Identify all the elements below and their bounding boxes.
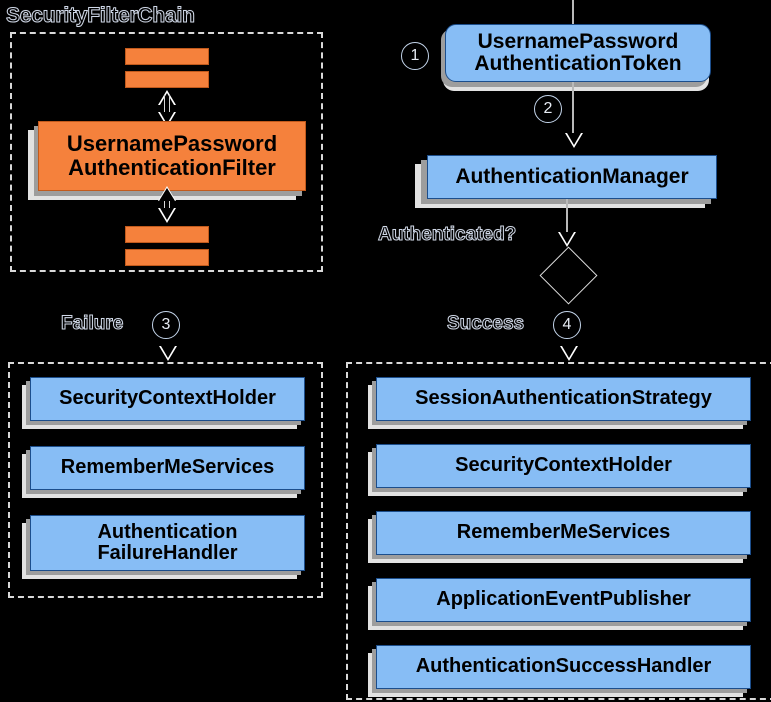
step-circle-1: 1 <box>401 42 429 70</box>
arrow-down-success-icon <box>560 346 578 361</box>
arrow-down-to-decision-icon <box>558 232 576 247</box>
arrow-down-to-manager-icon <box>565 133 583 148</box>
filter-bar-lower-2 <box>125 249 209 266</box>
failure-item-3-line2: FailureHandler <box>97 542 238 564</box>
node-username-password-authentication-token[interactable]: UsernamePassword AuthenticationToken <box>445 24 711 82</box>
connector-token-to-manager <box>572 82 574 138</box>
decision-diamond <box>539 246 598 305</box>
success-item-session-authentication-strategy[interactable]: SessionAuthenticationStrategy <box>376 377 751 421</box>
success-group <box>346 362 771 700</box>
success-item-authentication-success-handler[interactable]: AuthenticationSuccessHandler <box>376 645 751 689</box>
failure-item-authentication-failure-handler[interactable]: Authentication FailureHandler <box>30 515 305 571</box>
decision-label: Authenticated? <box>377 224 517 246</box>
success-item-security-context-holder[interactable]: SecurityContextHolder <box>376 444 751 488</box>
security-filter-chain-group <box>10 32 323 272</box>
connector-lower <box>164 192 170 216</box>
step-circle-2: 2 <box>534 95 562 123</box>
security-filter-chain-title: SecurityFilterChain <box>6 4 196 28</box>
success-item-remember-me-services[interactable]: RememberMeServices <box>376 511 751 555</box>
filter-node-line1: UsernamePassword <box>66 131 278 157</box>
node-username-password-authentication-filter[interactable]: UsernamePassword AuthenticationFilter <box>38 121 306 191</box>
step-circle-4: 4 <box>553 311 581 339</box>
token-node-line2: AuthenticationToken <box>474 52 682 75</box>
success-item-application-event-publisher[interactable]: ApplicationEventPublisher <box>376 578 751 622</box>
filter-bar-upper-2 <box>125 71 209 88</box>
arrow-up-lower-icon <box>158 186 176 201</box>
filter-node-line2: AuthenticationFilter <box>68 155 276 180</box>
filter-bar-lower-1 <box>125 226 209 243</box>
token-node-line1: UsernamePassword <box>477 29 679 53</box>
connector-upper <box>164 95 170 119</box>
connector-incoming <box>572 0 574 24</box>
success-branch-label: Success <box>446 313 525 335</box>
arrow-down-lower-icon <box>158 208 176 223</box>
arrow-down-failure-icon <box>159 346 177 361</box>
failure-item-3-line1: Authentication <box>97 520 238 543</box>
node-authentication-manager[interactable]: AuthenticationManager <box>427 155 717 199</box>
filter-bar-upper-1 <box>125 48 209 65</box>
step-circle-3: 3 <box>152 311 180 339</box>
failure-branch-label: Failure <box>60 313 124 335</box>
arrow-up-upper-icon <box>158 90 176 105</box>
connector-manager-to-decision <box>566 199 568 232</box>
failure-item-remember-me-services[interactable]: RememberMeServices <box>30 446 305 490</box>
failure-item-security-context-holder[interactable]: SecurityContextHolder <box>30 377 305 421</box>
failure-group <box>8 362 323 598</box>
